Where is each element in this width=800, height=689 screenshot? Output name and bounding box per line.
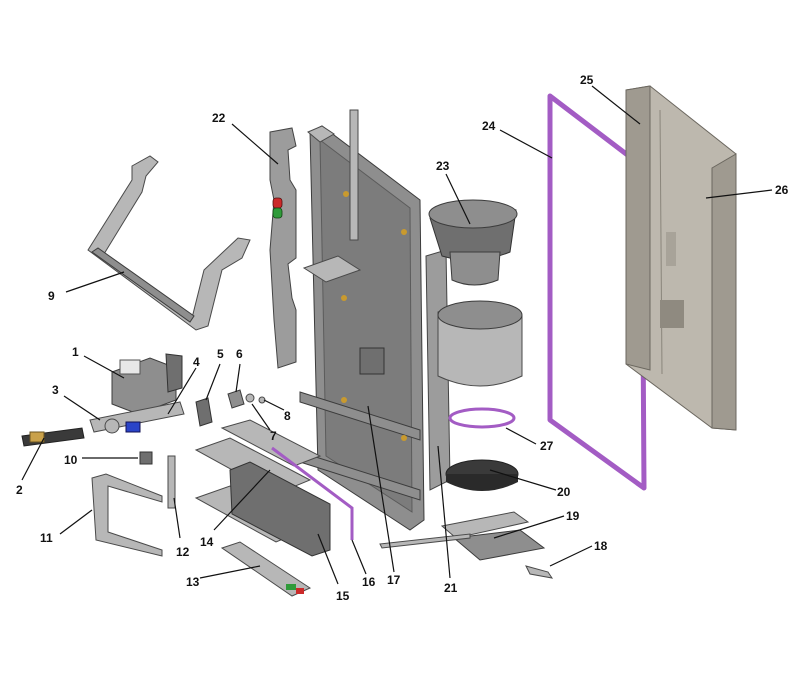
part-5-clip bbox=[195, 397, 213, 427]
callout-11: 11 bbox=[40, 531, 53, 545]
callout-27: 27 bbox=[540, 439, 554, 453]
part-19-grate-plate bbox=[379, 511, 546, 561]
part-10-nut bbox=[139, 451, 153, 465]
callout-7: 7 bbox=[270, 429, 277, 443]
callout-6: 6 bbox=[236, 347, 243, 361]
callout-10: 10 bbox=[64, 453, 78, 467]
callout-3: 3 bbox=[52, 383, 59, 397]
callout-25: 25 bbox=[580, 73, 594, 87]
part-20-disc bbox=[445, 459, 519, 491]
callout-26: 26 bbox=[775, 183, 789, 197]
callout-20: 20 bbox=[557, 485, 571, 499]
callout-24: 24 bbox=[482, 119, 496, 133]
leader-lines bbox=[21, 85, 773, 585]
part-13-bottom-rail bbox=[220, 541, 312, 597]
part-3-4-shaft-tube bbox=[89, 401, 185, 434]
part-11-foot-bracket bbox=[91, 473, 163, 557]
callout-16: 16 bbox=[362, 575, 376, 589]
callout-2: 2 bbox=[16, 483, 23, 497]
part-24-door-gasket bbox=[547, 93, 647, 491]
callout-1: 1 bbox=[72, 345, 79, 359]
callout-15: 15 bbox=[336, 589, 350, 603]
callout-17: 17 bbox=[387, 573, 401, 587]
part-17-main-frame bbox=[299, 109, 425, 531]
part-16-tray-gasket bbox=[271, 446, 354, 540]
part-23-burner-pot bbox=[428, 199, 518, 286]
callout-5: 5 bbox=[217, 347, 224, 361]
part-1-motor bbox=[111, 353, 183, 415]
callout-4: 4 bbox=[193, 355, 200, 369]
callout-18: 18 bbox=[594, 539, 608, 553]
part-6-7-8-small-parts bbox=[227, 389, 266, 409]
part-12-pin bbox=[167, 455, 176, 509]
callout-19: 19 bbox=[566, 509, 580, 523]
part-27-ring-gasket bbox=[448, 407, 516, 429]
callout-14: 14 bbox=[200, 535, 214, 549]
part-2-igniter bbox=[21, 427, 85, 447]
callout-12: 12 bbox=[176, 545, 190, 559]
burner-collar bbox=[437, 300, 523, 387]
callout-9: 9 bbox=[48, 289, 55, 303]
part-9-handle-bracket bbox=[87, 155, 251, 331]
callout-13: 13 bbox=[186, 575, 200, 589]
callout-8: 8 bbox=[284, 409, 291, 423]
part-18-clip bbox=[525, 565, 554, 579]
part-14-15-tray-assembly bbox=[194, 419, 331, 557]
callout-22: 22 bbox=[212, 111, 226, 125]
part-25-26-insulation-panels bbox=[625, 85, 737, 431]
part-22-gasket-strip bbox=[269, 127, 297, 369]
callout-23: 23 bbox=[436, 159, 450, 173]
callout-21: 21 bbox=[444, 581, 458, 595]
callout-labels: 1 2 3 4 5 6 7 8 9 10 11 12 13 14 15 16 1… bbox=[16, 73, 789, 603]
